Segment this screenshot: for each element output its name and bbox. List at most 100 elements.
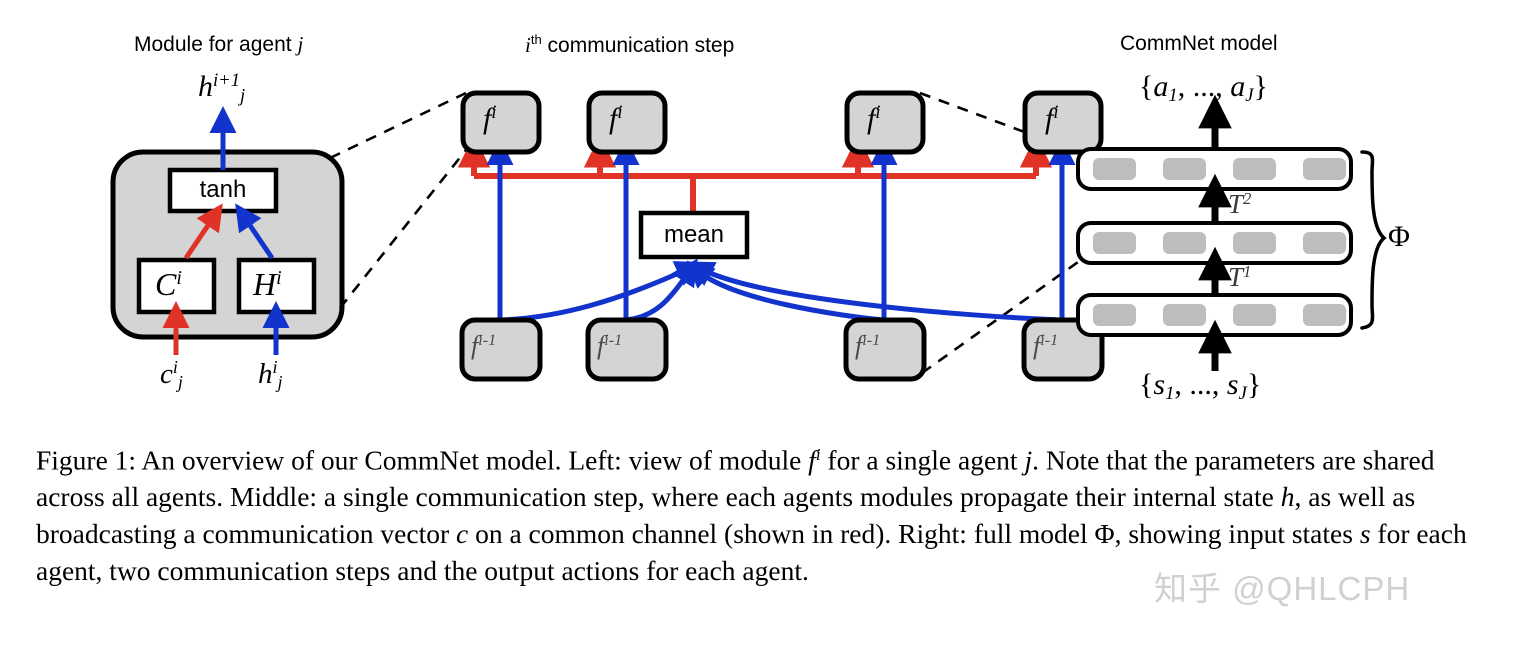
label-H-sup: i [276, 267, 282, 290]
label-H-base: H [253, 266, 277, 302]
fprev-label-2: fi-1 [597, 333, 622, 359]
communication-channel-red [457, 135, 1053, 213]
agent-cell [1093, 304, 1136, 326]
fprev-label-3: fi-1 [855, 333, 880, 359]
right-commnet-group [1076, 94, 1387, 371]
figure-caption: Figure 1: An overview of our CommNet mod… [36, 436, 1494, 589]
caption-prefix: Figure 1: [36, 444, 137, 476]
label-h-output-sup: i+1 [213, 70, 241, 91]
mean-box-label: mean [641, 221, 747, 249]
agent-cell [1233, 232, 1276, 254]
label-C-sup: i [176, 267, 182, 290]
fi-prev-box-2 [585, 317, 669, 382]
label-h-output: hi+1j [198, 70, 246, 107]
input-states-label: {s1, ..., sJ} [1139, 370, 1261, 404]
fi-label-4: fi [1045, 102, 1059, 136]
fi-box-2 [586, 90, 668, 155]
caption-sym-f: f [808, 444, 816, 476]
t2-base: T [1228, 189, 1244, 220]
label-h-input-sup: i [272, 357, 278, 377]
fi-label-4-sup: i [1053, 102, 1059, 123]
agent-cell [1093, 232, 1136, 254]
input-last-sub: J [1238, 383, 1247, 405]
panel-title-right-text: CommNet model [1120, 32, 1278, 55]
output-first-sub: 1 [1168, 85, 1178, 107]
fi-label-2-sup: i [617, 102, 623, 123]
label-h-output-base: h [198, 70, 213, 104]
t1-label: T1 [1228, 262, 1252, 291]
mean-curve-1 [499, 261, 703, 323]
agent-cell [1163, 158, 1206, 180]
input-mid: , ..., [1174, 368, 1227, 401]
agent-cell [1233, 158, 1276, 180]
fi-prev-box-4 [1021, 317, 1105, 382]
label-c-input-sub: j [177, 371, 183, 392]
input-first-sub: 1 [1165, 383, 1175, 405]
fprev-label-4: fi-1 [1033, 333, 1058, 359]
caption-seg4: , as well as broadcasting a communicatio… [36, 481, 1416, 550]
layer-bars [1076, 147, 1353, 337]
panel-title-middle-symbol: i [525, 33, 531, 57]
input-brace-open: { [1139, 368, 1154, 401]
caption-sym-h: h [1280, 481, 1295, 513]
fi-label-3-sup: i [875, 102, 881, 123]
output-mid: , ..., [1177, 70, 1231, 103]
caption-seg2: for a single agent [820, 444, 1025, 476]
caption-sym-c: c [456, 518, 469, 550]
caption-seg6: , showing input states [1114, 518, 1360, 550]
panel-title-middle-text: communication step [541, 34, 735, 57]
fprev-label-4-sup: i-1 [1040, 332, 1059, 350]
fi-box-4 [1022, 90, 1104, 155]
caption-seg1: An overview of our CommNet model. Left: … [136, 444, 809, 476]
fi-label-3-base: f [867, 102, 876, 136]
label-H-box: Hi [253, 268, 282, 300]
caption-seg7: for each agent, two communication steps … [36, 518, 1467, 587]
zoom-line-left-bottom [338, 149, 468, 309]
label-C-box: Ci [155, 268, 182, 300]
fi-label-2-base: f [609, 102, 618, 136]
agent-cell [1163, 232, 1206, 254]
label-h-input-sub: j [277, 371, 283, 392]
phi-brace [1360, 150, 1387, 330]
fi-label-4-base: f [1045, 102, 1054, 136]
agent-cell [1233, 304, 1276, 326]
fi-prev-box-3 [843, 317, 927, 382]
fi-label-1-sup: i [491, 102, 497, 123]
output-brace-close: } [1253, 70, 1268, 103]
panel-title-middle: ith communication step [525, 32, 734, 58]
fi-label-2: fi [609, 102, 623, 136]
t1-sup: 1 [1243, 262, 1252, 281]
label-c-input-sup: i [172, 357, 178, 377]
caption-sym-f-sup: i [815, 445, 821, 464]
fprev-label-3-sup: i-1 [862, 332, 881, 350]
caption-sym-phi: Φ [1094, 518, 1115, 550]
caption-sym-j: j [1024, 444, 1033, 476]
output-last: a [1230, 70, 1246, 103]
caption-seg3: . Note that the parameters are shared ac… [36, 444, 1435, 513]
c-to-tanh-arrow [183, 203, 223, 260]
panel-title-middle-sup: th [530, 32, 542, 47]
mean-box [638, 210, 750, 260]
fprev-label-2-sup: i-1 [604, 332, 623, 350]
label-h-output-sub: j [240, 85, 246, 107]
mean-curve-2 [625, 258, 698, 323]
label-C-base: C [155, 266, 177, 302]
label-c-input: cij [160, 358, 183, 391]
panel-title-left-symbol: j [297, 32, 304, 56]
output-first: a [1153, 70, 1169, 103]
commnet-diagram [110, 90, 1387, 382]
fi-label-1: fi [483, 102, 497, 136]
fprev-label-3-base: f [855, 331, 863, 360]
fi-label-1-base: f [483, 102, 492, 136]
input-brace-close: } [1246, 368, 1262, 401]
agent-cell [1303, 304, 1346, 326]
label-h-input: hij [258, 358, 283, 391]
fprev-label-2-base: f [597, 331, 605, 360]
mean-curve-4 [686, 261, 1063, 323]
fprev-label-4-base: f [1033, 331, 1041, 360]
tanh-text: tanh [199, 176, 247, 203]
t2-label: T2 [1228, 189, 1252, 220]
t2-sup: 2 [1243, 189, 1252, 208]
mean-input-curves-blue [499, 258, 1063, 323]
